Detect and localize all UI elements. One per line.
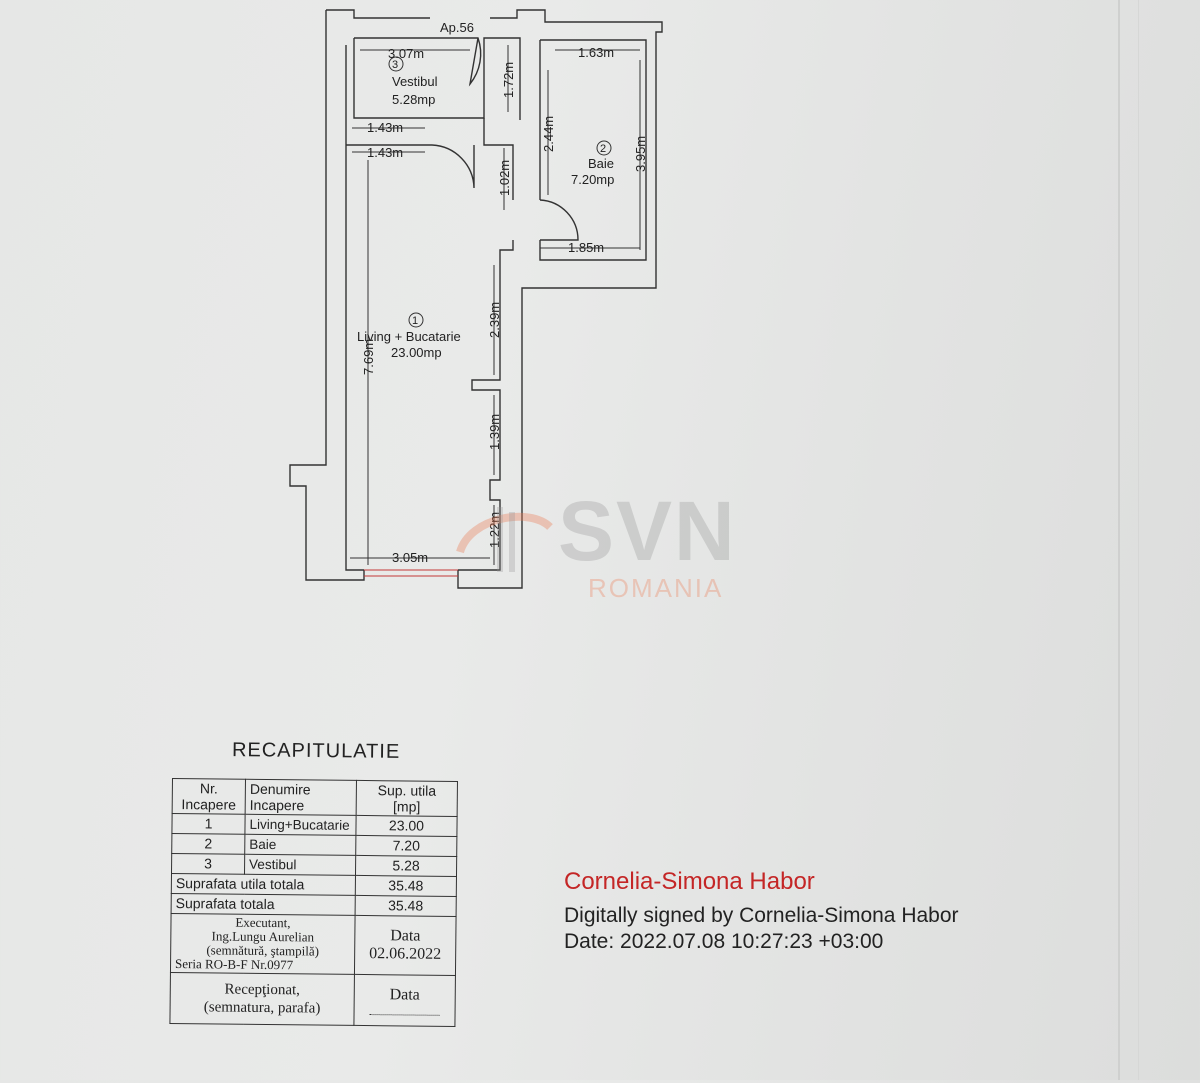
receptionat-line1: Recepţionat, bbox=[224, 981, 301, 999]
row-name: Living+Bucatarie bbox=[244, 814, 357, 836]
room-1-nr: 1 bbox=[412, 315, 418, 327]
executant-date-cell: Data 02.06.2022 bbox=[354, 915, 457, 976]
header-area-line1: Sup. utila bbox=[377, 782, 437, 799]
header-name-line2: Incapere bbox=[249, 796, 305, 814]
wall-outer-bottom-right bbox=[457, 570, 488, 589]
total-util-value: 35.48 bbox=[355, 875, 457, 897]
room-1-area: 23.00mp bbox=[391, 345, 442, 360]
row-area: 23.00 bbox=[355, 815, 458, 837]
wall-living-right bbox=[458, 240, 514, 571]
receptionat-date-dots bbox=[369, 1013, 440, 1016]
row-area: 5.28 bbox=[355, 855, 457, 877]
receptionat-date-cell: Data bbox=[353, 974, 456, 1027]
wall-outer-left bbox=[289, 10, 365, 581]
receptionat-row: Recepţionat, (semnatura, parafa) Data bbox=[169, 972, 456, 1027]
receptionat-line2: (semnatura, parafa) bbox=[203, 999, 321, 1017]
wall-outer-top-left bbox=[326, 9, 430, 19]
wall-baie bbox=[539, 39, 647, 261]
signature-line: Digitally signed by Cornelia-Simona Habo… bbox=[564, 904, 959, 927]
row-nr: 3 bbox=[171, 853, 245, 875]
room-1-name: Living + Bucatarie bbox=[357, 329, 461, 344]
wall-vestibul bbox=[353, 37, 521, 120]
executant-date-label: Data bbox=[390, 927, 421, 945]
row-area: 7.20 bbox=[355, 835, 457, 857]
dim-vestibul-left: 1.43m bbox=[367, 120, 403, 135]
total-label: Suprafata totala bbox=[171, 893, 356, 916]
page-edge-line bbox=[1138, 0, 1139, 1080]
recap-title: RECAPITULATIE bbox=[231, 739, 401, 763]
receptionat-date-label: Data bbox=[389, 985, 420, 1004]
table-header-row: Nr. Incapere Denumire Incapere Sup. util… bbox=[172, 778, 458, 817]
dim-living-width: 3.05m bbox=[392, 550, 428, 565]
row-nr: 1 bbox=[171, 813, 246, 835]
digital-signature: Cornelia-Simona Habor Digitally signed b… bbox=[564, 868, 959, 954]
row-name: Vestibul bbox=[244, 854, 356, 876]
door-entrance bbox=[430, 37, 482, 87]
row-nr: 2 bbox=[171, 833, 245, 855]
dim-living-passage: 1.02m bbox=[497, 160, 512, 196]
header-name-line1: Denumire bbox=[249, 780, 311, 798]
recap-table: Nr. Incapere Denumire Incapere Sup. util… bbox=[169, 778, 464, 1083]
dim-living-height: 7.69m bbox=[361, 339, 376, 375]
page-fold-line bbox=[1118, 0, 1120, 1080]
room-3-name: Vestibul bbox=[392, 74, 438, 89]
total-value: 35.48 bbox=[355, 895, 457, 917]
executant-row: Executant, Ing.Lungu Aurelian (semnătură… bbox=[170, 913, 457, 976]
executant-cell: Executant, Ing.Lungu Aurelian (semnătură… bbox=[170, 913, 356, 975]
room-2-nr: 2 bbox=[600, 143, 606, 155]
wall-living-left bbox=[345, 45, 364, 571]
executant-line4: Seria RO-B-F Nr.0977 bbox=[174, 956, 294, 973]
dim-baie-width: 1.63m bbox=[578, 45, 614, 60]
apartment-label: Ap.56 bbox=[440, 20, 474, 35]
dim-vestibul-height: 1.72m bbox=[501, 62, 516, 98]
signature-date: Date: 2022.07.08 10:27:23 +03:00 bbox=[564, 930, 884, 953]
room-2-name: Baie bbox=[588, 156, 614, 171]
header-nr-line1: Nr. bbox=[199, 780, 218, 797]
dim-living-right-upper: 2.39m bbox=[487, 302, 502, 338]
room-3-marker bbox=[388, 56, 404, 72]
header-area: Sup. utila [mp] bbox=[356, 780, 458, 817]
dim-baie-height: 3.95m bbox=[633, 136, 648, 172]
signature-name: Cornelia-Simona Habor bbox=[564, 868, 815, 895]
header-name: Denumire Incapere bbox=[245, 779, 357, 816]
room-1-marker bbox=[408, 312, 424, 328]
executant-date-value: 02.06.2022 bbox=[369, 945, 442, 963]
wall-passage bbox=[483, 118, 514, 200]
room-3-nr: 3 bbox=[392, 59, 398, 71]
row-name: Baie bbox=[244, 834, 356, 856]
room-3-area: 5.28mp bbox=[392, 92, 435, 107]
dim-living-top-left: 1.43m bbox=[367, 145, 403, 160]
dim-vestibul-width: 3.07m bbox=[388, 46, 424, 61]
room-2-marker bbox=[596, 140, 612, 156]
total-util-label: Suprafata utila totala bbox=[171, 873, 356, 896]
header-area-line2: [mp] bbox=[393, 798, 421, 815]
door-baie bbox=[539, 199, 579, 241]
header-nr: Nr. Incapere bbox=[172, 778, 246, 815]
dim-baie-bottom: 1.85m bbox=[568, 240, 604, 255]
floor-plan: Ap.56 3 Vestibul 5.28mp 2 Baie 7.20mp 1 … bbox=[289, 9, 663, 589]
dim-living-right-lower: 1.22m bbox=[487, 512, 502, 548]
header-nr-line2: Incapere bbox=[181, 796, 237, 813]
wall-outer-right bbox=[488, 9, 663, 589]
dim-baie-inner: 2.44m bbox=[541, 116, 556, 152]
dim-living-right-mid: 1.39m bbox=[487, 414, 502, 450]
door-living bbox=[431, 144, 475, 189]
receptionat-cell: Recepţionat, (semnatura, parafa) bbox=[169, 972, 355, 1026]
room-2-area: 7.20mp bbox=[571, 172, 614, 187]
